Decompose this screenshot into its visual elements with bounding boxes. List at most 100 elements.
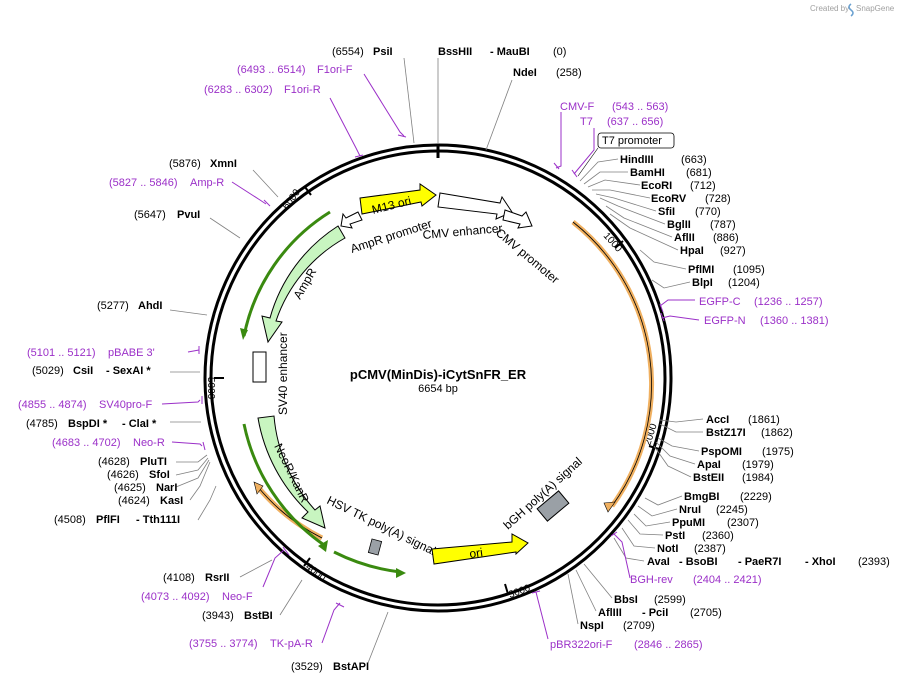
- site-pspomi-name: PspOMI: [701, 446, 742, 458]
- site-apai-pos: (1979): [742, 459, 774, 471]
- site-psii-pos: (6554): [332, 46, 364, 58]
- primer-pbabe3-name: pBABE 3': [108, 347, 155, 359]
- primer-pbr322-name: pBR322ori-F: [550, 639, 613, 651]
- site-ecorv-name: EcoRV: [651, 193, 687, 205]
- orf-arc-lower-left: [253, 481, 324, 541]
- site-sfoi-name: SfoI: [149, 469, 170, 481]
- brand-text: SnapGene: [856, 4, 895, 13]
- m13-ori-feature: M13 ori: [359, 183, 437, 217]
- site-bstapi-pos: (3529): [291, 661, 323, 673]
- ampr-feature: AmpR: [240, 210, 346, 344]
- site-afliii-name: AflIII: [598, 607, 622, 619]
- site-ndei-name: NdeI: [513, 67, 537, 79]
- site-rsrii-pos: (4108): [163, 572, 195, 584]
- site-nspi-pos: (2709): [623, 620, 655, 632]
- primer-egfpn-range: (1360 .. 1381): [760, 315, 829, 327]
- site-bamhi-pos: (681): [686, 167, 712, 179]
- primer-cmvf-range: (543 .. 563): [612, 101, 668, 113]
- site-csii-name: CsiI: [73, 365, 93, 377]
- primer-t7-range: (637 .. 656): [607, 116, 663, 128]
- site-avai-name: AvaI: [647, 556, 670, 568]
- site-acci-pos: (1861): [748, 414, 780, 426]
- site-maubi-name: - MauBI: [490, 46, 530, 58]
- site-xmni-pos: (5876): [169, 158, 201, 170]
- site-aflii-pos: (886): [713, 232, 739, 244]
- site-paer7i-name: - PaeR7I: [738, 556, 781, 568]
- site-tth111i-name: - Tth111I: [136, 514, 180, 526]
- site-pvui-name: PvuI: [177, 209, 200, 221]
- site-bsshii-name: BssHII: [438, 46, 472, 58]
- bgh-feature: bGH poly(A) signal: [501, 454, 585, 532]
- site-nrui-name: NruI: [679, 504, 701, 516]
- site-pluti-name: PluTI: [140, 456, 167, 468]
- site-xmni-name: XmnI: [210, 158, 237, 170]
- site-hindiii-pos: (663): [681, 154, 707, 166]
- site-bmgbi-pos: (2229): [740, 491, 772, 503]
- tick-label-5000: 5000: [205, 377, 216, 400]
- primer-egfpc-range: (1236 .. 1257): [754, 296, 823, 308]
- site-noti-pos: (2387): [694, 543, 726, 555]
- site-pflmi-pos: (1095): [733, 264, 765, 276]
- primer-connectors: [161, 73, 700, 644]
- primer-tkpa-name: TK-pA-R: [270, 638, 313, 650]
- site-bbsi-name: BbsI: [614, 594, 638, 606]
- site-bamhi-name: BamHI: [630, 167, 665, 179]
- site-labels-left: (6554) PsiI BssHII - MauBI (0) NdeI (258…: [26, 46, 582, 673]
- credit-text: Created by: [810, 4, 849, 13]
- site-ahdi-pos: (5277): [97, 300, 129, 312]
- site-pflfi-name: PflFI: [96, 514, 120, 526]
- site-aflii-name: AflII: [674, 232, 695, 244]
- primer-bghrev-range: (2404 .. 2421): [693, 574, 762, 586]
- site-ppumi-pos: (2307): [727, 517, 759, 529]
- site-hpai-name: HpaI: [680, 245, 704, 257]
- site-bspdi-pos: (4785): [26, 418, 58, 430]
- site-bstz17i-name: BstZ17I: [706, 427, 746, 439]
- site-bsteii-pos: (1984): [742, 472, 774, 484]
- site-nspi-name: NspI: [580, 620, 604, 632]
- ori-label: ori: [468, 545, 483, 561]
- primer-pbr322-range: (2846 .. 2865): [634, 639, 703, 651]
- orf-arc-right: [571, 220, 655, 513]
- site-bbsi-pos: (2599): [654, 594, 686, 606]
- site-bglii-pos: (787): [710, 219, 736, 231]
- site-ecori-name: EcoRI: [641, 180, 672, 192]
- site-psti-pos: (2360): [702, 530, 734, 542]
- site-ecorv-pos: (728): [705, 193, 731, 205]
- site-noti-name: NotI: [657, 543, 678, 555]
- site-avai-pos: (2393): [858, 556, 890, 568]
- cmv-promoter-label: CMV promoter: [493, 226, 562, 287]
- site-nrui-pos: (2245): [716, 504, 748, 516]
- primer-egfpn-name: EGFP-N: [704, 315, 746, 327]
- primer-bghrev-name: BGH-rev: [630, 574, 673, 586]
- primer-ampr-name: Amp-R: [190, 177, 224, 189]
- site-kasi-pos: (4624): [118, 495, 150, 507]
- site-clai-name: - ClaI *: [122, 418, 157, 430]
- site-bsteii-name: BstEII: [693, 472, 724, 484]
- primer-t7-name: T7: [580, 116, 593, 128]
- site-psti-name: PstI: [665, 530, 685, 542]
- primer-f1ori-r-name: F1ori-R: [284, 84, 321, 96]
- tick-label-3000: 3000: [507, 583, 532, 601]
- site-kasi-name: KasI: [160, 495, 183, 507]
- site-bstbi-name: BstBI: [244, 610, 273, 622]
- site-ndei-pos: (258): [556, 67, 582, 79]
- site-nari-name: NarI: [156, 482, 177, 494]
- primer-f1ori-f-name: F1ori-F: [317, 64, 353, 76]
- primer-f1ori-f-range: (6493 .. 6514): [237, 64, 306, 76]
- site-csii-pos: (5029): [32, 365, 64, 377]
- site-bstz17i-pos: (1862): [761, 427, 793, 439]
- site-pflmi-name: PflMI: [688, 264, 714, 276]
- site-pspomi-pos: (1975): [762, 446, 794, 458]
- site-bstbi-pos: (3943): [202, 610, 234, 622]
- primer-neof-name: Neo-F: [222, 591, 253, 603]
- site-sfoi-pos: (4626): [107, 469, 139, 481]
- site-afliii-pos: (2705): [690, 607, 722, 619]
- site-sexai-name: - SexAI *: [106, 365, 151, 377]
- site-nari-pos: (4625): [114, 482, 146, 494]
- site-bspdi-name: BspDI *: [68, 418, 108, 430]
- cmv-enhancer-feature: CMV enhancer: [422, 192, 513, 242]
- site-sfii-pos: (770): [695, 206, 721, 218]
- site-bsshii-pos: (0): [553, 46, 566, 58]
- primer-neor-range: (4683 .. 4702): [52, 437, 121, 449]
- site-acci-name: AccI: [706, 414, 729, 426]
